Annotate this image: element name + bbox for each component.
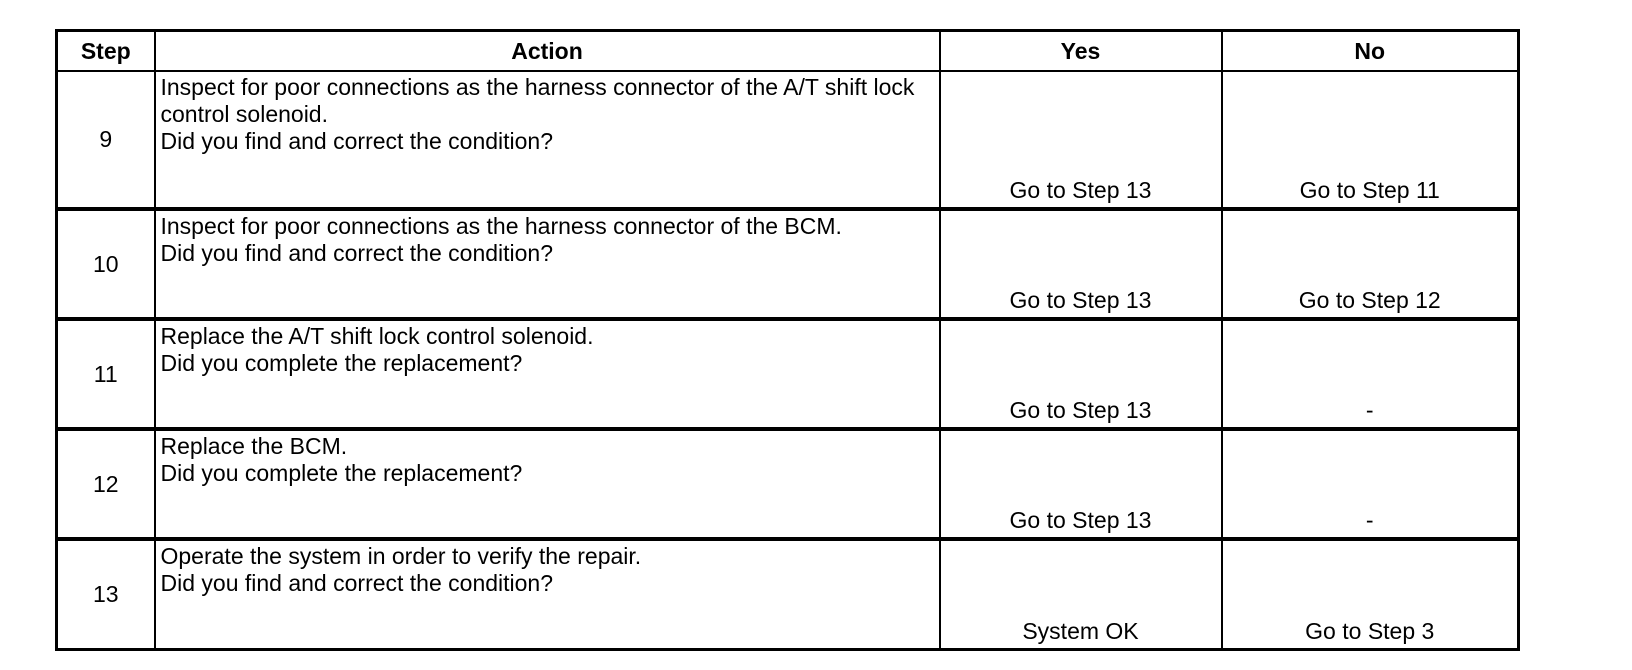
step-number: 13 (55, 537, 156, 650)
header-step: Step (55, 29, 156, 72)
action-question: Did you find and correct the condition? (160, 128, 554, 154)
no-cell: - (1220, 317, 1520, 430)
yes-result: Go to Step 13 (1009, 397, 1152, 423)
yes-cell: Go to Step 13 (938, 317, 1223, 430)
no-cell: Go to Step 11 (1220, 70, 1520, 210)
no-result: - (1365, 397, 1374, 423)
action-question: Did you complete the replacement? (160, 350, 523, 376)
no-cell: Go to Step 12 (1220, 207, 1520, 320)
step-number: 10 (55, 207, 156, 320)
table-row: 10 Inspect for poor connections as the h… (55, 207, 1520, 320)
action-cell: Replace the A/T shift lock control solen… (153, 317, 941, 430)
action-question: Did you find and correct the condition? (160, 240, 554, 266)
table-row: 12 Replace the BCM. Did you complete the… (55, 427, 1520, 540)
yes-cell: System OK (938, 537, 1223, 650)
yes-result: Go to Step 13 (1009, 287, 1152, 313)
table-row: 9 Inspect for poor connections as the ha… (55, 70, 1520, 210)
diagnostic-table: Step Action Yes No 9 Inspect for poor co… (55, 29, 1520, 651)
no-cell: - (1220, 427, 1520, 540)
action-instruction: Inspect for poor connections as the harn… (160, 74, 915, 127)
header-yes: Yes (938, 29, 1223, 72)
action-cell: Replace the BCM. Did you complete the re… (153, 427, 941, 540)
header-action: Action (153, 29, 941, 72)
step-number: 9 (55, 70, 156, 210)
yes-cell: Go to Step 13 (938, 207, 1223, 320)
no-result: Go to Step 3 (1305, 617, 1435, 644)
yes-result: Go to Step 13 (1009, 507, 1152, 533)
no-result: Go to Step 12 (1298, 287, 1441, 313)
table-row: 13 Operate the system in order to verify… (55, 537, 1520, 650)
action-cell: Operate the system in order to verify th… (153, 537, 941, 650)
header-row: Step Action Yes No (55, 29, 1520, 72)
no-result: - (1365, 507, 1374, 533)
action-instruction: Inspect for poor connections as the harn… (160, 213, 842, 239)
action-instruction: Replace the BCM. (160, 433, 348, 459)
action-question: Did you complete the replacement? (160, 460, 523, 486)
yes-result: System OK (1022, 617, 1139, 644)
no-result: Go to Step 11 (1299, 177, 1440, 203)
table-row: 11 Replace the A/T shift lock control so… (55, 317, 1520, 430)
action-instruction: Replace the A/T shift lock control solen… (160, 323, 594, 349)
step-number: 12 (55, 427, 156, 540)
action-cell: Inspect for poor connections as the harn… (153, 70, 941, 210)
action-instruction: Operate the system in order to verify th… (160, 543, 642, 569)
yes-cell: Go to Step 13 (938, 427, 1223, 540)
step-number: 11 (55, 317, 156, 430)
action-question: Did you find and correct the condition? (160, 570, 554, 596)
action-cell: Inspect for poor connections as the harn… (153, 207, 941, 320)
header-no: No (1220, 29, 1520, 72)
yes-result: Go to Step 13 (1009, 177, 1152, 203)
no-cell: Go to Step 3 (1220, 537, 1520, 650)
yes-cell: Go to Step 13 (938, 70, 1223, 210)
